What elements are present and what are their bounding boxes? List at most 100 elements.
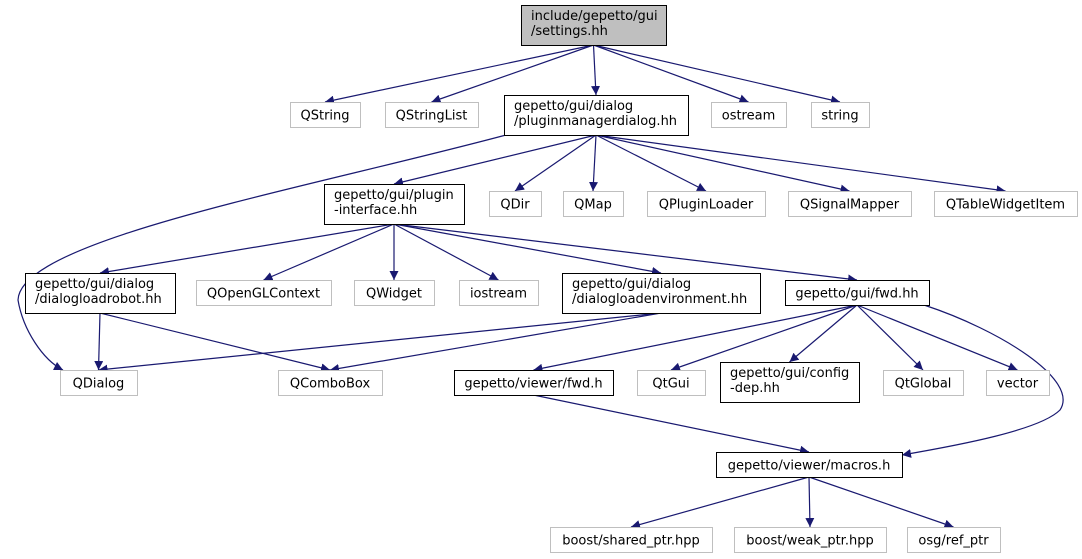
edge-dialogloadenvironment-to-qdialog (98, 312, 662, 374)
node-qdir: QDir (489, 191, 542, 217)
edge-pluginmanagerdialog-to-qdir (514, 134, 597, 192)
node-qpluginloader: QPluginLoader (647, 191, 766, 217)
node-label-line: QComboBox (290, 377, 371, 392)
node-label-line: /pluginmanagerdialog.hh (514, 114, 677, 129)
node-ref-ptr: osg/ref_ptr (907, 527, 1001, 553)
node-box (562, 273, 761, 314)
node-qmap: QMap (563, 191, 624, 217)
edge-macros-to-ref_ptr (808, 476, 954, 529)
node-label-line: QDialog (73, 377, 125, 392)
node-box (711, 102, 787, 128)
node-label-line: include/gepetto/gui (531, 9, 658, 24)
node-label-line: -dep.hh (730, 381, 780, 396)
edge-macros-to-shared_ptr (630, 476, 810, 529)
node-box (788, 191, 912, 217)
node-box (647, 191, 766, 217)
edge-pluginmanagerdialog-to-qdialog (17, 134, 507, 371)
node-box (811, 102, 870, 128)
edges-layer (17, 44, 1064, 529)
node-qtgui: QtGui (637, 370, 706, 396)
node-box (196, 280, 332, 306)
node-box (454, 370, 614, 396)
node-label-line: QWidget (366, 287, 422, 302)
node-shared-ptr: boost/shared_ptr.hpp (550, 527, 713, 553)
edge-plugin_interface-to-dialogloadrobot (99, 223, 395, 276)
node-box (278, 370, 383, 396)
node-qcombobox: QComboBox (278, 370, 383, 396)
node-settings[interactable]: include/gepetto/gui/settings.hh (521, 5, 667, 46)
node-macros[interactable]: gepetto/viewer/macros.h (716, 452, 903, 478)
node-box (324, 184, 465, 225)
node-label-line: QSignalMapper (800, 198, 900, 213)
node-label-line: osg/ref_ptr (918, 534, 989, 549)
node-label-line: -interface.hh (334, 203, 417, 218)
node-box (25, 273, 176, 314)
edge-gui_fwd-to-viewer_fwd (533, 304, 858, 373)
edge-dialogloadrobot-to-qcombobox (99, 312, 331, 373)
node-label-line: QMap (574, 198, 612, 213)
node-dialogloadrobot[interactable]: gepetto/gui/dialog/dialogloadrobot.hh (25, 273, 176, 314)
edge-pluginmanagerdialog-to-qpluginloader (595, 134, 707, 192)
node-box (290, 102, 361, 128)
node-string: string (811, 102, 870, 128)
node-dialogloadenvironment[interactable]: gepetto/gui/dialog/dialogloadenvironment… (562, 273, 761, 314)
node-iostream: iostream (459, 280, 539, 306)
node-label-line: gepetto/gui/dialog (514, 99, 633, 114)
node-label-line: gepetto/gui/fwd.hh (795, 287, 918, 302)
edge-gui_fwd-to-qtgui (670, 304, 858, 372)
node-label-line: QtGui (652, 377, 689, 392)
node-label-line: /dialogloadrobot.hh (35, 292, 162, 307)
node-box (883, 370, 964, 396)
node-qtglobal: QtGlobal (883, 370, 964, 396)
node-box (720, 362, 860, 403)
edge-gui_fwd-to-vector (856, 304, 1018, 371)
edge-settings-to-pluginmanagerdialog (591, 44, 601, 96)
node-box (986, 370, 1050, 396)
node-label-line: QOpenGLContext (207, 287, 320, 302)
node-box (60, 370, 138, 396)
node-label-line: string (821, 109, 858, 124)
node-box (785, 280, 930, 306)
node-label-line: QDir (500, 198, 530, 213)
node-qdialog: QDialog (60, 370, 138, 396)
node-pluginmanagerdialog[interactable]: gepetto/gui/dialog/pluginmanagerdialog.h… (504, 95, 689, 136)
node-label-line: QTableWidgetItem (946, 198, 1065, 213)
node-label-line: QStringList (396, 109, 468, 124)
edge-pluginmanagerdialog-to-qtablewidgetitem (595, 134, 1006, 195)
node-box (716, 452, 903, 478)
node-box (385, 102, 479, 128)
edge-settings-to-ostream (593, 44, 749, 104)
node-viewer-fwd[interactable]: gepetto/viewer/fwd.h (454, 370, 614, 396)
node-ostream: ostream (711, 102, 787, 128)
node-plugin-interface[interactable]: gepetto/gui/plugin-interface.hh (324, 184, 465, 225)
node-box (550, 527, 713, 553)
node-vector: vector (986, 370, 1050, 396)
node-qstringlist: QStringList (385, 102, 479, 128)
node-label-line: iostream (470, 287, 527, 302)
node-weak-ptr: boost/weak_ptr.hpp (734, 527, 887, 553)
edge-viewer_fwd-to-macros (533, 394, 810, 455)
edge-plugin_interface-to-qopenglcontext (263, 223, 395, 281)
edge-settings-to-qstringlist (431, 44, 594, 104)
edge-pluginmanagerdialog-to-qmap (588, 134, 598, 192)
node-config-dep[interactable]: gepetto/gui/config-dep.hh (720, 362, 860, 403)
node-qopenglcontext: QOpenGLContext (196, 280, 332, 306)
node-qtablewidgetitem: QTableWidgetItem (934, 191, 1078, 217)
node-box (354, 280, 435, 306)
node-box (907, 527, 1001, 553)
node-box (934, 191, 1078, 217)
node-label-line: gepetto/gui/dialog (572, 277, 691, 292)
node-label-line: vector (997, 377, 1039, 392)
node-box (734, 527, 887, 553)
edge-pluginmanagerdialog-to-plugin_interface (393, 134, 597, 187)
edge-plugin_interface-to-gui_fwd (393, 223, 858, 284)
node-label-line: boost/weak_ptr.hpp (746, 534, 873, 549)
node-label-line: gepetto/viewer/macros.h (728, 459, 891, 474)
node-label-line: QtGlobal (895, 377, 952, 392)
node-label-line: /dialogloadenvironment.hh (572, 292, 747, 307)
node-box (521, 5, 667, 46)
node-gui-fwd[interactable]: gepetto/gui/fwd.hh (785, 280, 930, 306)
